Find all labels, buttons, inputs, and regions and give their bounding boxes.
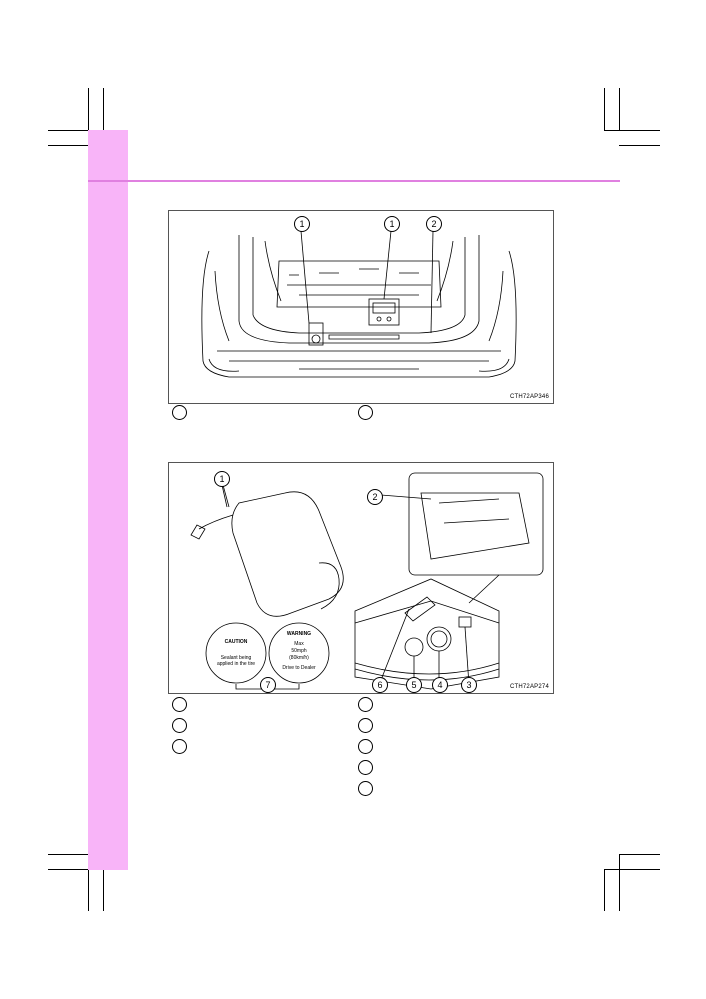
- crop-mark: [48, 145, 90, 146]
- crop-mark: [604, 869, 605, 911]
- caution-text: Sealant being applied in the tire: [216, 655, 256, 667]
- legend-marker: [172, 739, 187, 754]
- crop-mark: [619, 145, 660, 146]
- legend-marker: [358, 739, 373, 754]
- callout-7: 7: [260, 677, 276, 693]
- crop-mark: [103, 88, 104, 130]
- crop-mark: [48, 869, 104, 870]
- crop-mark: [619, 854, 660, 855]
- figure-repair-kit: 1 2 3 4 5 6 7 CAUTION Sealant being appl…: [168, 462, 554, 694]
- crop-mark: [103, 869, 104, 911]
- warning-line4: Drive to Dealer: [282, 665, 316, 671]
- crop-mark: [604, 88, 605, 130]
- callout-2: 2: [426, 216, 442, 232]
- crop-mark: [619, 854, 620, 911]
- callout-6: 6: [372, 677, 388, 693]
- legend-marker: [358, 718, 373, 733]
- callout-1a: 1: [294, 216, 310, 232]
- cargo-area-illustration: [201, 230, 517, 378]
- legend-marker: [358, 760, 373, 775]
- callout-2: 2: [367, 489, 383, 505]
- warning-title: WARNING: [286, 631, 312, 637]
- legend-marker: [358, 781, 373, 796]
- crop-mark: [619, 88, 620, 130]
- header-rule: [88, 180, 620, 182]
- legend-marker: [172, 718, 187, 733]
- figure-code: CTH72AP346: [509, 394, 549, 400]
- legend-marker: [172, 405, 187, 420]
- legend-marker: [358, 697, 373, 712]
- crop-mark: [604, 869, 660, 870]
- figure-code: CTH72AP274: [509, 684, 549, 690]
- warning-line2: 50mph: [291, 648, 307, 654]
- warning-line3: (80km/h): [289, 655, 309, 661]
- crop-mark: [604, 130, 660, 131]
- warning-line1: Max: [294, 641, 304, 647]
- callout-1: 1: [214, 471, 230, 487]
- crop-mark: [88, 88, 89, 130]
- crop-mark: [48, 130, 104, 131]
- callout-5: 5: [406, 677, 422, 693]
- callout-1b: 1: [384, 216, 400, 232]
- callout-4: 4: [432, 677, 448, 693]
- legend-marker: [172, 697, 187, 712]
- legend-marker: [358, 405, 373, 420]
- callout-3: 3: [461, 677, 477, 693]
- crop-mark: [48, 854, 90, 855]
- crop-mark: [88, 869, 89, 911]
- figure-cargo-area: 1 1 2 CTH72AP346: [168, 210, 554, 404]
- caution-title: CAUTION: [224, 639, 248, 645]
- section-tab-band: [88, 130, 128, 870]
